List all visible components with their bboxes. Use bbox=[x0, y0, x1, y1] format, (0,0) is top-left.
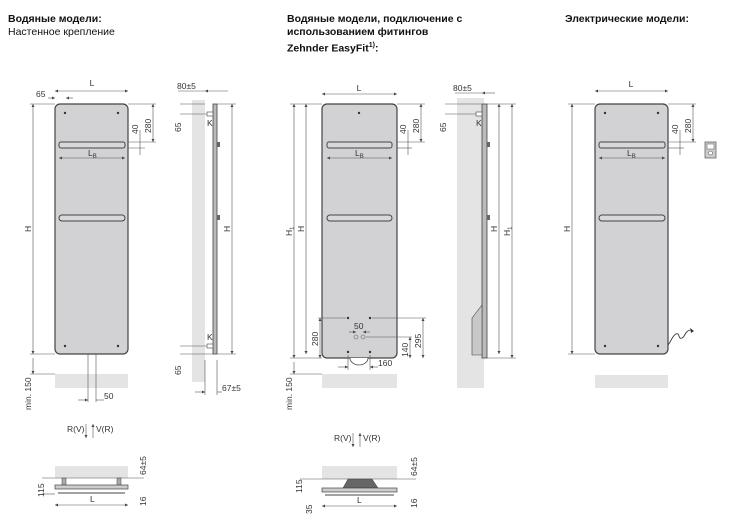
dim-280-top: 280 bbox=[411, 119, 421, 133]
floor-hatch bbox=[322, 374, 397, 388]
floor-hatch bbox=[595, 375, 668, 388]
header-water-easyfit: Водяные модели, подключение с использова… bbox=[287, 13, 462, 56]
dim-L: L bbox=[357, 495, 362, 505]
dim-65: 65 bbox=[438, 122, 448, 132]
dim-280-bottom: 280 bbox=[310, 332, 320, 346]
dim-140: 140 bbox=[400, 343, 410, 357]
front-view-water-wall: L 65 H 280 40 LB min. 150 50 bbox=[23, 78, 156, 410]
dim-L: L bbox=[629, 79, 634, 89]
label-K: K bbox=[476, 118, 482, 128]
towel-bar-middle bbox=[58, 214, 126, 222]
label-return: V(R) bbox=[96, 424, 114, 434]
dim-16: 16 bbox=[138, 496, 148, 506]
dim-35: 35 bbox=[304, 504, 314, 514]
towel-bar-top bbox=[58, 141, 126, 149]
dim-Lb: LB bbox=[627, 148, 636, 160]
dim-H-side: H bbox=[489, 226, 499, 232]
header-suffix: : bbox=[374, 42, 379, 55]
front-view-electric: L H 280 40 LB bbox=[562, 79, 717, 388]
floor-hatch bbox=[55, 374, 128, 388]
dim-H: H bbox=[296, 226, 306, 232]
towel-bar-top bbox=[326, 141, 393, 149]
label-flow: R(V) bbox=[67, 424, 85, 434]
wall-hatch bbox=[192, 100, 205, 382]
label-K-bottom: K bbox=[207, 332, 213, 342]
dim-295: 295 bbox=[413, 334, 423, 348]
dim-H1-side: H1 bbox=[502, 226, 514, 236]
dim-115: 115 bbox=[36, 483, 46, 497]
dim-H: H bbox=[23, 226, 33, 232]
dim-min150: min. 150 bbox=[284, 377, 294, 410]
dim-65-top: 65 bbox=[173, 122, 183, 132]
top-view-water-wall: R(V) V(R) L 115 64±5 16 bbox=[36, 424, 148, 507]
dim-40: 40 bbox=[398, 124, 408, 134]
radiator-side bbox=[212, 103, 218, 355]
side-view-water-wall: K K 65 65 80±5 H 67±5 bbox=[173, 81, 241, 395]
header-title: Водяные модели: bbox=[8, 13, 102, 25]
header-electric: Электрические модели: bbox=[565, 13, 689, 26]
header-subtitle: Настенное крепление bbox=[8, 26, 115, 38]
dim-160: 160 bbox=[378, 358, 392, 368]
dim-65: 65 bbox=[36, 89, 46, 99]
dim-H: H bbox=[562, 226, 572, 232]
towel-bar-top bbox=[598, 141, 666, 149]
label-K-top: K bbox=[207, 118, 213, 128]
dim-Lb: LB bbox=[88, 148, 97, 160]
dim-16: 16 bbox=[409, 498, 419, 508]
dim-64: 64±5 bbox=[409, 457, 419, 476]
header-title: Электрические модели: bbox=[565, 13, 689, 25]
thermostat-icon bbox=[704, 141, 717, 159]
plug-icon bbox=[690, 328, 694, 333]
dim-L: L bbox=[90, 494, 95, 504]
radiator-panel bbox=[594, 103, 669, 355]
dim-H-side: H bbox=[222, 226, 232, 232]
radiator-side bbox=[481, 103, 488, 359]
dim-67: 67±5 bbox=[222, 383, 241, 393]
header-line-1: Водяные модели, подключение с bbox=[287, 13, 463, 25]
footnote-mark: 1) bbox=[368, 42, 375, 49]
easyfit-cover bbox=[471, 304, 483, 356]
header-line-3: Zehnder EasyFit bbox=[287, 42, 369, 55]
dim-40: 40 bbox=[130, 124, 140, 134]
dim-80: 80±5 bbox=[453, 83, 472, 93]
side-view-easyfit: K 65 80±5 H H1 bbox=[438, 83, 516, 388]
dim-80: 80±5 bbox=[177, 81, 196, 91]
dim-64: 64±5 bbox=[138, 456, 148, 475]
dim-min150: min. 150 bbox=[23, 377, 33, 410]
dim-115: 115 bbox=[294, 479, 304, 493]
dim-H1: H1 bbox=[284, 226, 296, 236]
dim-Lb: LB bbox=[355, 148, 364, 160]
easyfit-fitting bbox=[342, 478, 379, 489]
dim-280: 280 bbox=[143, 119, 153, 133]
dim-L: L bbox=[357, 83, 362, 93]
power-cable bbox=[667, 329, 691, 346]
towel-bar-middle bbox=[598, 214, 666, 222]
dim-50: 50 bbox=[104, 391, 114, 401]
label-flow: R(V) bbox=[334, 433, 352, 443]
front-view-easyfit: L H1 H 280 40 LB 280 295 140 50 160 min.… bbox=[284, 83, 426, 410]
dim-40: 40 bbox=[670, 124, 680, 134]
label-return: V(R) bbox=[363, 433, 381, 443]
dim-50: 50 bbox=[354, 321, 364, 331]
towel-bar-middle bbox=[326, 214, 393, 222]
top-view-easyfit: R(V) V(R) L 115 35 64±5 16 bbox=[294, 433, 419, 514]
dim-280: 280 bbox=[683, 119, 693, 133]
dim-65-bottom: 65 bbox=[173, 365, 183, 375]
dim-L: L bbox=[90, 78, 95, 88]
header-water-wall: Водяные модели: Настенное крепление bbox=[8, 13, 115, 39]
header-line-2: использованием фитингов bbox=[287, 26, 429, 38]
radiator-panel bbox=[54, 103, 129, 355]
